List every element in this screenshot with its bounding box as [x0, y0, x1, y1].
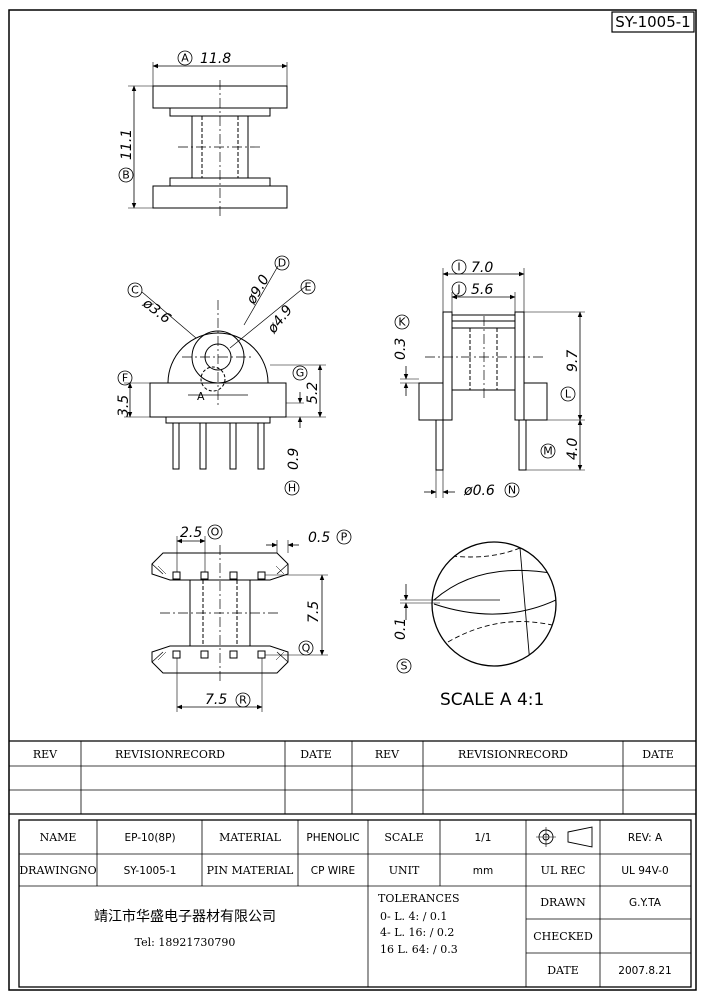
drawn-value: G.Y.TA [629, 897, 662, 909]
tolerance-line-3: 16 L. 64: / 0.3 [380, 943, 458, 956]
tolerance-line-2: 4- L. 16: / 0.2 [380, 926, 454, 939]
front-view [128, 62, 288, 216]
revision-table-headers: REV REVISIONRECORD DATE REV REVISIONRECO… [33, 748, 674, 761]
company-name: 靖江市华盛电子器材有限公司 [94, 908, 276, 925]
dim-l: 9.7 [565, 350, 581, 372]
dim-m: 4.0 [565, 438, 581, 460]
dim-n: ø0.6 [463, 483, 495, 499]
dim-a: 11.8 [200, 51, 231, 67]
drawingno-value: SY-1005-1 [124, 865, 177, 877]
rev-header-2: REV [375, 748, 400, 761]
unit-value: mm [473, 865, 493, 877]
revision-record-header-1: REVISIONRECORD [115, 748, 225, 761]
front-view-labels: A 11.8 B 11.1 [118, 50, 231, 183]
dim-r: 7.5 [205, 692, 227, 708]
name-label: NAME [40, 831, 77, 844]
label-m: M [543, 445, 553, 458]
drawing-id: SY-1005-1 [615, 13, 690, 31]
label-b: B [122, 169, 130, 182]
label-a: A [181, 52, 189, 65]
pin-material-value: CP WIRE [311, 865, 355, 877]
label-n: N [508, 484, 516, 497]
dim-i: 7.0 [471, 260, 493, 276]
dim-o: 2.5 [180, 525, 202, 541]
label-c: C [131, 284, 139, 297]
detail-view-a [400, 541, 557, 667]
dim-j: 5.6 [471, 282, 493, 298]
drawingno-label: DRAWINGNO [19, 864, 96, 877]
dim-e: ø4.9 [264, 302, 296, 337]
label-r: R [239, 694, 247, 707]
side-view-labels: I 7.0 J 5.6 K 0.3 L 9.7 M 4.0 ø0.6 N [393, 259, 581, 499]
dim-h: 0.9 [286, 448, 302, 470]
dim-k: 0.3 [393, 338, 409, 360]
date-header-1: DATE [300, 748, 332, 761]
bottom-view [151, 536, 328, 712]
rev-label: REV: A [628, 832, 663, 844]
tolerances-label: TOLERANCES [378, 892, 460, 905]
revision-table [9, 740, 696, 815]
dim-d: ø9.0 [243, 272, 273, 308]
label-g: G [296, 367, 305, 380]
date-value: 2007.8.21 [618, 965, 671, 977]
top-view [124, 265, 326, 470]
scale-label: SCALE [384, 831, 423, 844]
label-j: J [456, 283, 460, 296]
sheet-border [8, 9, 697, 991]
label-i: I [457, 261, 460, 274]
dim-q: 7.5 [306, 601, 322, 623]
dim-s: 0.1 [393, 618, 409, 640]
title-block-grid [18, 819, 692, 988]
ul-rec-value: UL 94V-0 [621, 865, 668, 877]
rev-header-1: REV [33, 748, 58, 761]
bottom-view-labels: 2.5 O 0.5 P 7.5 Q 7.5 R [180, 524, 352, 708]
label-h: H [288, 482, 296, 495]
drawing-id-box [611, 11, 695, 33]
name-value: EP-10(8P) [124, 832, 175, 844]
date-label: DATE [547, 964, 579, 977]
label-p: P [341, 531, 348, 544]
ul-rec-label: UL REC [541, 864, 586, 877]
label-k: K [398, 316, 406, 329]
material-value: PHENOLIC [306, 832, 359, 844]
scale-value: 1/1 [475, 832, 492, 844]
label-f: F [122, 372, 128, 385]
section-mark: A [197, 390, 205, 403]
pin-material-label: PIN MATERIAL [207, 864, 294, 877]
scale-caption: SCALE A 4:1 [440, 690, 544, 710]
checked-label: CHECKED [533, 930, 593, 943]
detail-view-labels: 0.1 S SCALE A 4:1 [393, 618, 544, 710]
label-q: Q [302, 642, 311, 655]
dim-f: 3.5 [116, 395, 132, 417]
dim-b: 11.1 [119, 129, 135, 160]
title-block-text: NAME EP-10(8P) MATERIAL PHENOLIC SCALE 1… [19, 831, 671, 977]
drawn-label: DRAWN [540, 896, 586, 909]
label-e: E [305, 281, 312, 294]
dim-c: ø3.6 [139, 295, 174, 327]
tolerance-line-1: 0- L. 4: / 0.1 [380, 910, 447, 923]
label-s: S [401, 660, 408, 673]
date-header-2: DATE [642, 748, 674, 761]
company-tel: Tel: 18921730790 [135, 936, 236, 949]
label-d: D [278, 257, 286, 270]
label-l: L [565, 388, 572, 401]
revision-record-header-2: REVISIONRECORD [458, 748, 568, 761]
dim-g: 5.2 [305, 382, 321, 404]
side-view [400, 268, 585, 498]
top-view-labels: C ø3.6 D ø9.0 E ø4.9 A F 3.5 G 5.2 0.9 H [116, 255, 321, 496]
projection-symbol-icon [536, 826, 593, 848]
unit-label: UNIT [389, 864, 420, 877]
material-label: MATERIAL [219, 831, 282, 844]
dim-p: 0.5 [308, 530, 330, 546]
label-o: O [211, 526, 220, 539]
